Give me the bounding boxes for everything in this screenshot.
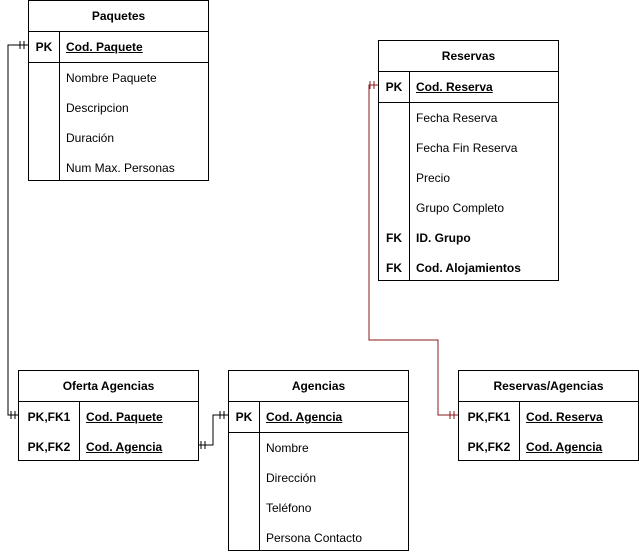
attribute-name: Dirección (266, 471, 317, 485)
attribute-row: Teléfono (229, 493, 408, 523)
key-label: PK,FK1 (467, 410, 511, 424)
key-label: PK,FK1 (27, 410, 71, 424)
attribute-row: Fecha Fin Reserva (379, 133, 558, 163)
attribute-name: Duración (66, 131, 115, 145)
attribute-row: Grupo Completo (379, 193, 558, 223)
attribute-name: Nombre (266, 441, 309, 455)
attribute-row: Num Max. Personas (29, 153, 208, 183)
attribute-name: ID. Grupo (416, 231, 471, 245)
attribute-row: Precio (379, 163, 558, 193)
key-label (29, 153, 59, 183)
entity-title: Reservas/Agencias (459, 371, 638, 402)
attribute-name: Cod. Agencia (266, 410, 343, 424)
attribute-name: Cod. Agencia (526, 440, 603, 454)
attribute-row: Dirección (229, 463, 408, 493)
attribute-row: PK Cod. Paquete (29, 32, 208, 63)
attribute-row: FK ID. Grupo (379, 223, 558, 253)
entity-reservas[interactable]: Reservas PK Cod. Reserva Fecha Reserva F… (378, 40, 559, 281)
key-label (29, 93, 59, 123)
attribute-name: Cod. Paquete (66, 40, 143, 54)
attribute-row: Nombre Paquete (29, 63, 208, 93)
key-label (229, 523, 259, 553)
attribute-row: PK,FK2 Cod. Agencia (19, 432, 198, 462)
attribute-name: Cod. Reserva (526, 410, 603, 424)
key-label: PK,FK2 (467, 440, 511, 454)
attribute-name: Fecha Fin Reserva (416, 141, 518, 155)
attribute-row: PK,FK1 Cod. Paquete (19, 402, 198, 432)
key-label: FK (386, 261, 402, 275)
entity-title: Paquetes (29, 1, 208, 32)
attribute-name: Teléfono (266, 501, 312, 515)
key-label: PK (385, 80, 403, 94)
attribute-name: Grupo Completo (416, 201, 505, 215)
attribute-name: Fecha Reserva (416, 111, 498, 125)
attribute-name: Descripcion (66, 101, 129, 115)
attribute-name: Persona Contacto (266, 531, 363, 545)
key-label: PK,FK2 (27, 440, 71, 454)
link-paquetes-oferta (7, 41, 28, 419)
entity-agencias[interactable]: Agencias PK Cod. Agencia Nombre Direcció… (228, 370, 409, 551)
key-label (29, 63, 59, 93)
entity-title: Reservas (379, 41, 558, 72)
attribute-row: Persona Contacto (229, 523, 408, 553)
key-label (229, 433, 259, 463)
key-label (379, 103, 409, 133)
attribute-name: Nombre Paquete (66, 71, 157, 85)
attribute-row: PK Cod. Agencia (229, 402, 408, 433)
link-reservas-resag (368, 81, 458, 419)
link-oferta-agencias (198, 411, 228, 449)
attribute-row: Descripcion (29, 93, 208, 123)
attribute-row: Nombre (229, 433, 408, 463)
attribute-name: Cod. Paquete (86, 410, 163, 424)
attribute-name: Cod. Reserva (416, 80, 493, 94)
attribute-name: Num Max. Personas (66, 161, 175, 175)
key-label (29, 123, 59, 153)
key-label: FK (386, 231, 402, 245)
entity-oferta-agencias[interactable]: Oferta Agencias PK,FK1 Cod. Paquete PK,F… (18, 370, 199, 461)
attribute-row: FK Cod. Alojamientos (379, 253, 558, 283)
entity-paquetes[interactable]: Paquetes PK Cod. Paquete Nombre Paquete … (28, 0, 209, 181)
key-label: PK (35, 40, 53, 54)
key-label (229, 493, 259, 523)
key-label (379, 163, 409, 193)
attribute-row: Fecha Reserva (379, 103, 558, 133)
attribute-name: Cod. Agencia (86, 440, 163, 454)
key-label (379, 193, 409, 223)
key-label (379, 133, 409, 163)
attribute-row: PK,FK1 Cod. Reserva (459, 402, 638, 432)
attribute-name: Precio (416, 171, 451, 185)
attribute-row: PK Cod. Reserva (379, 72, 558, 103)
entity-reservas-agencias[interactable]: Reservas/Agencias PK,FK1 Cod. Reserva PK… (458, 370, 639, 461)
attribute-row: PK,FK2 Cod. Agencia (459, 432, 638, 462)
entity-title: Agencias (229, 371, 408, 402)
attribute-row: Duración (29, 123, 208, 153)
entity-title: Oferta Agencias (19, 371, 198, 402)
key-label: PK (235, 410, 253, 424)
key-label (229, 463, 259, 493)
attribute-name: Cod. Alojamientos (416, 261, 521, 275)
